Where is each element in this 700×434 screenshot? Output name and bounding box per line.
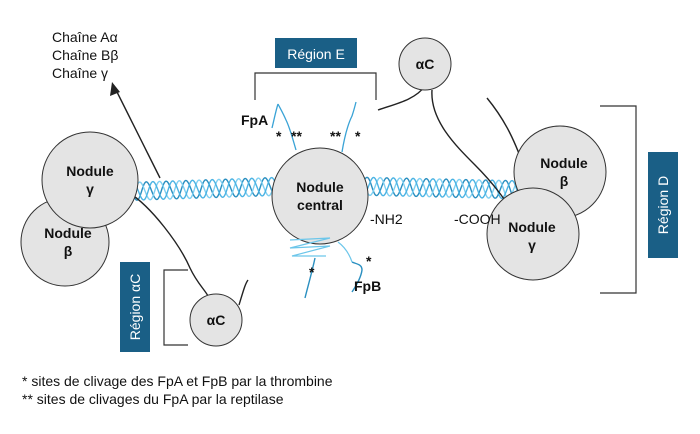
nodule-gamma-right: Nodule γ: [486, 187, 580, 281]
region-ac-bracket: [163, 269, 188, 346]
cleavage-star-fpa-right-single: *: [355, 128, 361, 144]
helix-right-strand-1: [351, 176, 531, 200]
nodule-gamma-left-symbol: γ: [86, 181, 94, 197]
cleavage-star-fpa-right-double: **: [330, 128, 341, 144]
alpha-c-tether-right: [377, 85, 426, 111]
fpb-label: FpB: [354, 278, 381, 294]
fpa-strand-right: [341, 101, 357, 153]
alpha-c-tether-left-stub: [238, 279, 249, 306]
chain-b-label: Chaîne Bβ: [52, 47, 118, 63]
alpha-c-tether-left: [127, 191, 209, 297]
cleavage-star-fpb-left: *: [309, 264, 315, 280]
cooh-label: -COOH: [454, 211, 501, 227]
region-ac-label: Région αC: [127, 274, 143, 340]
region-d-label: Région D: [655, 176, 671, 234]
helix-left-strand-3: [111, 176, 291, 202]
nodule-alpha-c-bottom-label: αC: [207, 312, 226, 328]
cleavage-star-fpa-left-double: **: [291, 128, 302, 144]
nodule-beta-left-symbol: β: [64, 243, 73, 259]
fpa-label: FpA: [241, 112, 268, 128]
region-e-bracket: [254, 72, 377, 100]
footnote-thrombin: * sites de clivage des FpA et FpB par la…: [22, 373, 333, 389]
fpa-strand-left-tail: [271, 103, 279, 129]
region-ac-box: Région αC: [120, 262, 150, 352]
region-d-bracket: [600, 105, 637, 294]
footnote-reptilase: ** sites de clivages du FpA par la repti…: [22, 391, 284, 407]
fpb-strand-left-tail: [304, 257, 316, 299]
nodule-beta-left-label: Nodule: [44, 225, 92, 241]
nodule-central-symbol: central: [297, 197, 343, 213]
region-e-label: Région E: [287, 46, 345, 62]
helix-right-strand-3: [351, 176, 531, 200]
helix-left-strand-2: [111, 176, 291, 202]
fpb-strand: [289, 237, 331, 257]
nodule-alpha-c-top-label: αC: [416, 56, 435, 72]
nodule-gamma-right-label: Nodule: [508, 219, 556, 235]
nodule-alpha-c-bottom: αC: [189, 293, 243, 347]
coiled-coil-right: [351, 176, 531, 200]
nodule-central: Nodule central: [271, 147, 369, 245]
cleavage-star-fpb-right: *: [366, 253, 372, 269]
fpb-strand-right-link: [337, 241, 353, 263]
chain-g-label: Chaîne γ: [52, 65, 108, 81]
nodule-beta-right-symbol: β: [560, 173, 569, 189]
region-e-box: Région E: [275, 38, 357, 68]
nodule-gamma-left: Nodule γ: [41, 131, 139, 229]
region-d-box: Région D: [648, 152, 678, 258]
nodule-beta-right-label: Nodule: [540, 155, 588, 171]
nodule-central-label: Nodule: [296, 179, 344, 195]
chain-a-label: Chaîne Aα: [52, 29, 118, 45]
fpa-strand-left: [277, 103, 297, 151]
nodule-gamma-right-symbol: γ: [528, 237, 536, 253]
nodule-gamma-left-label: Nodule: [66, 163, 114, 179]
chain-arrow-line: [115, 89, 161, 179]
nh2-label: -NH2: [370, 211, 403, 227]
helix-left-strand-1: [111, 176, 291, 202]
cleavage-star-fpa-left-single: *: [276, 128, 282, 144]
nodule-alpha-c-top: αC: [398, 37, 452, 91]
fpb-strand-right-tail: [351, 261, 363, 293]
coiled-coil-left: [111, 176, 291, 202]
helix-right-strand-2: [351, 176, 531, 200]
chain-arrow-head: [110, 82, 120, 96]
